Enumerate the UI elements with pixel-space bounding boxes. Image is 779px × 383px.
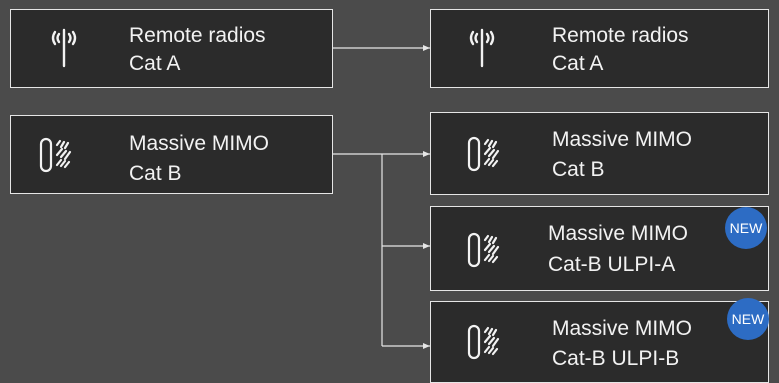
node-label-line2: Cat B (552, 158, 605, 181)
node-label-line2: Cat B (129, 162, 182, 185)
mimo-antenna-icon (467, 232, 500, 268)
target-node-massive-mimo-cat-b: Massive MIMO Cat B (430, 112, 769, 195)
new-badge: NEW (727, 298, 769, 340)
node-label-line1: Massive MIMO (548, 222, 689, 245)
node-label-line1: Massive MIMO (129, 132, 270, 155)
node-label-line1: Massive MIMO (552, 128, 693, 151)
target-node-massive-mimo-ulpi-a: Massive MIMO Cat-B ULPI-A (430, 206, 769, 291)
mimo-antenna-icon (467, 324, 500, 360)
source-node-massive-mimo: Massive MIMO Cat B (10, 115, 333, 194)
radio-antenna-icon (469, 28, 495, 68)
node-label-line2: Cat-B ULPI-B (552, 347, 680, 370)
node-label-line2: Cat A (129, 52, 181, 75)
source-node-remote-radios: Remote radios Cat A (10, 9, 333, 88)
node-label-line1: Remote radios (129, 24, 266, 47)
node-label-line1: Remote radios (552, 24, 689, 47)
mimo-antenna-icon (39, 137, 72, 173)
node-label-line2: Cat A (552, 52, 604, 75)
node-label-line1: Massive MIMO (552, 317, 693, 340)
new-badge: NEW (725, 207, 767, 249)
radio-antenna-icon (51, 28, 77, 68)
target-node-remote-radios: Remote radios Cat A (430, 9, 769, 88)
mimo-antenna-icon (467, 136, 500, 172)
target-node-massive-mimo-ulpi-b: Massive MIMO Cat-B ULPI-B (430, 301, 769, 383)
node-label-line2: Cat-B ULPI-A (548, 253, 676, 276)
